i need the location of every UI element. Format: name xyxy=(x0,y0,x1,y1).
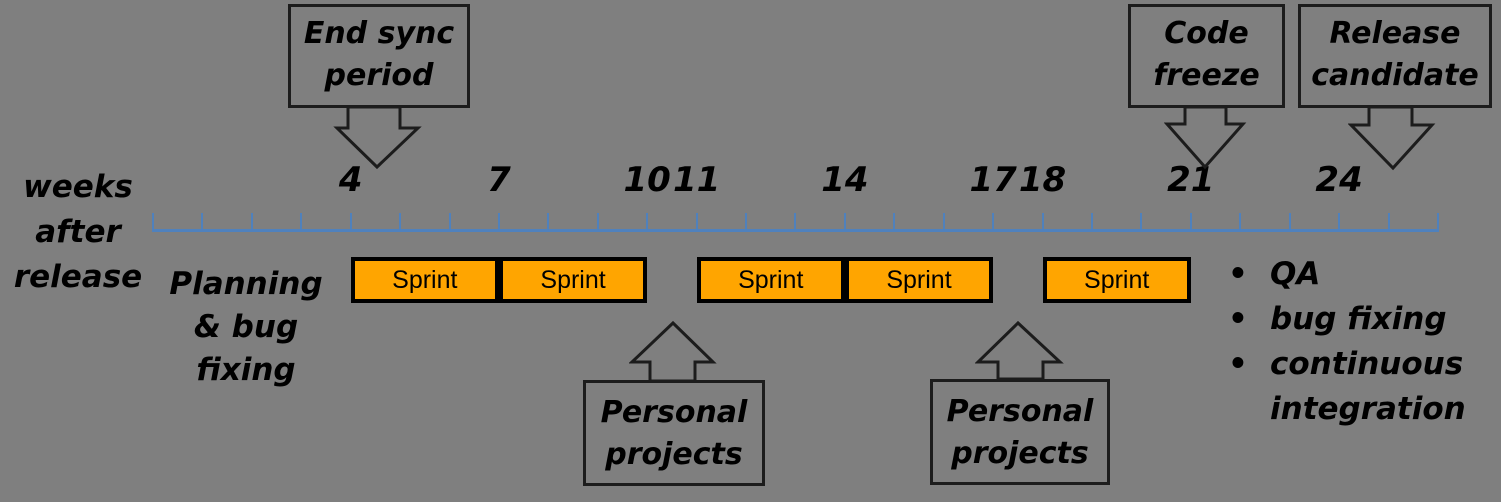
timeline-tick-week-22 xyxy=(1239,213,1242,230)
timeline-tick-week-0 xyxy=(152,213,154,230)
personal-projects-line: Personal xyxy=(600,395,748,430)
sprint-label: Sprint xyxy=(392,265,458,294)
timeline-tick-week-6 xyxy=(448,213,451,230)
bullet-dot: • xyxy=(1228,301,1248,337)
up-arrow-personal-projects-2 xyxy=(975,320,1064,381)
week-number-label-17: 17 xyxy=(969,160,1017,200)
timeline-tick-week-9 xyxy=(596,213,599,230)
bullet-item: • continuous integration xyxy=(1216,342,1466,432)
week-number-label-14: 14 xyxy=(821,160,869,200)
week-number-label-4: 4 xyxy=(338,160,363,200)
callout-text-line: Code xyxy=(1164,16,1249,51)
down-arrow-code-freeze xyxy=(1164,105,1247,170)
timeline-tick-week-3 xyxy=(300,213,303,230)
callout-code-freeze: Code freeze xyxy=(1128,4,1285,108)
week-number-label-11: 11 xyxy=(672,160,721,200)
timeline-tick-week-10 xyxy=(646,213,649,230)
timeline-tick-week-26 xyxy=(1436,213,1439,230)
down-arrow-end-sync xyxy=(333,105,422,170)
bullet-item: • QA xyxy=(1216,252,1466,297)
callout-text-line: candidate xyxy=(1311,58,1479,93)
callout-end-sync-period: End sync period xyxy=(288,4,470,108)
sprint-box-2: Sprint xyxy=(498,257,648,303)
personal-projects-line: projects xyxy=(951,436,1089,471)
callout-text-line: freeze xyxy=(1153,58,1260,93)
final-phase-bullet-list: • QA • bug fixing • continuous integration xyxy=(1216,252,1466,432)
timeline-tick-week-16 xyxy=(942,213,945,230)
personal-projects-line: projects xyxy=(605,437,743,472)
week-number-label-18: 18 xyxy=(1018,160,1067,200)
sprint-box-4: Sprint xyxy=(844,257,994,303)
planning-label-line: Planning xyxy=(169,266,323,302)
sprint-label: Sprint xyxy=(738,265,804,294)
timeline-tick-week-14 xyxy=(843,213,846,230)
timeline-tick-week-25 xyxy=(1387,213,1390,230)
bullet-text: continuous integration xyxy=(1270,346,1466,427)
down-arrow-release-candidate xyxy=(1348,105,1436,171)
timeline-tick-week-1 xyxy=(201,213,204,230)
timeline-tick-week-21 xyxy=(1189,213,1192,230)
timeline-baseline xyxy=(152,229,1439,232)
week-number-label-7: 7 xyxy=(487,160,511,200)
timeline-tick-week-15 xyxy=(893,213,896,230)
sprint-box-1: Sprint xyxy=(350,257,499,303)
up-arrow-personal-projects-1 xyxy=(629,320,717,383)
personal-projects-box-1: Personal projects xyxy=(583,380,765,486)
sprint-box-5: Sprint xyxy=(1042,257,1191,303)
personal-projects-line: Personal xyxy=(946,394,1094,429)
sprint-box-3: Sprint xyxy=(696,257,845,303)
weeks-after-release-label: weeks after release xyxy=(8,165,148,300)
callout-text-line: End sync xyxy=(303,16,455,51)
sprint-label: Sprint xyxy=(886,265,952,294)
timeline-tick-week-8 xyxy=(547,213,550,230)
bullet-text: bug fixing xyxy=(1270,301,1447,337)
timeline-tick-week-20 xyxy=(1140,213,1143,230)
timeline-tick-week-24 xyxy=(1338,213,1341,230)
callout-release-candidate: Release candidate xyxy=(1298,4,1492,108)
sprint-label: Sprint xyxy=(1084,265,1150,294)
timeline-tick-week-7 xyxy=(497,213,500,230)
axis-label-line: after xyxy=(35,214,121,250)
sprint-label: Sprint xyxy=(540,265,606,294)
timeline-tick-week-18 xyxy=(1041,213,1044,230)
timeline-tick-week-4 xyxy=(349,213,352,230)
timeline-tick-week-2 xyxy=(250,213,253,230)
bullet-item: • bug fixing xyxy=(1216,297,1466,342)
week-number-label-10: 10 xyxy=(623,160,671,200)
timeline-tick-week-19 xyxy=(1090,213,1093,230)
bullet-dot: • xyxy=(1228,256,1248,292)
personal-projects-box-2: Personal projects xyxy=(930,379,1110,485)
timeline-tick-week-12 xyxy=(745,213,748,230)
callout-text-line: Release xyxy=(1329,16,1461,51)
axis-label-line: release xyxy=(13,259,143,295)
timeline-tick-week-23 xyxy=(1288,213,1291,230)
callout-text-line: period xyxy=(324,58,434,93)
timeline-tick-week-11 xyxy=(695,213,698,230)
planning-phase-label: Planning & bug fixing xyxy=(148,263,344,392)
bullet-dot: • xyxy=(1228,346,1248,382)
bullet-text: QA xyxy=(1270,256,1321,292)
timeline-tick-week-17 xyxy=(992,213,995,230)
planning-label-line: & bug fixing xyxy=(193,309,299,388)
timeline-tick-week-5 xyxy=(399,213,402,230)
axis-label-line: weeks xyxy=(23,169,133,205)
week-number-label-24: 24 xyxy=(1315,160,1363,200)
timeline-tick-week-13 xyxy=(794,213,797,230)
